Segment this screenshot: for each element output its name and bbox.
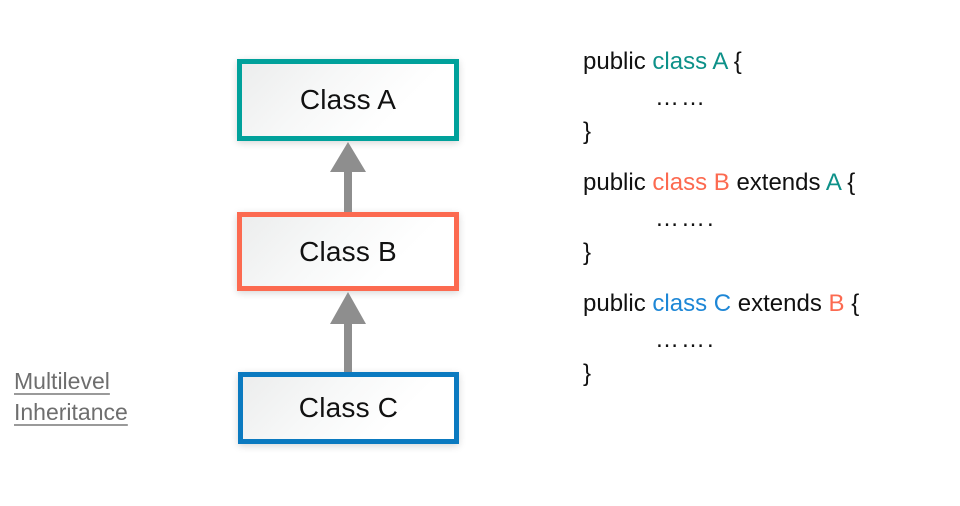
code-class-name: C bbox=[713, 290, 732, 317]
code-keyword-class: class bbox=[652, 169, 708, 196]
inheritance-arrow-icon-b-to-a bbox=[330, 142, 366, 212]
class-box-label: Class A bbox=[299, 84, 397, 115]
code-keyword-class: class bbox=[652, 290, 708, 317]
class-box-class-c: Class C bbox=[238, 372, 459, 444]
class-box-class-b: Class B bbox=[237, 212, 459, 291]
code-keyword-public: public bbox=[583, 290, 646, 317]
code-body-ellipsis: ……. bbox=[655, 205, 716, 232]
code-keyword-public: public bbox=[583, 48, 646, 75]
code-parent-name: A bbox=[825, 169, 841, 196]
code-signature: public class B extends A { bbox=[583, 171, 953, 195]
caption-line-2: Inheritance bbox=[14, 399, 128, 425]
code-space bbox=[707, 290, 714, 317]
code-class-name: B bbox=[713, 169, 730, 196]
diagram-caption: Multilevel Inheritance bbox=[14, 366, 224, 428]
code-brace-close: } bbox=[583, 239, 592, 266]
code-signature: public class C extends B { bbox=[583, 292, 953, 316]
code-block-class-a: public class A { …… } bbox=[583, 50, 953, 144]
code-brace-open: { bbox=[733, 48, 742, 75]
inheritance-arrow-icon-c-to-b bbox=[330, 292, 366, 372]
code-block-class-c: public class C extends B { ……. } bbox=[583, 292, 953, 386]
code-brace-open: { bbox=[847, 169, 856, 196]
class-box-label: Class B bbox=[299, 235, 397, 267]
code-brace-open: { bbox=[851, 290, 860, 317]
code-brace-close: } bbox=[583, 360, 592, 387]
code-keyword-extends: extends bbox=[736, 169, 821, 196]
code-body-ellipsis: ……. bbox=[655, 326, 716, 353]
code-space bbox=[822, 290, 829, 317]
code-keyword-extends: extends bbox=[737, 290, 822, 317]
code-class-name: A bbox=[712, 48, 728, 75]
code-body-ellipsis: …… bbox=[655, 84, 707, 111]
code-block-class-b: public class B extends A { ……. } bbox=[583, 171, 953, 265]
class-box-label: Class C bbox=[298, 392, 399, 423]
code-signature: public class A { bbox=[583, 50, 953, 74]
code-space bbox=[707, 169, 714, 196]
code-keyword-public: public bbox=[583, 169, 646, 196]
class-box-class-a: Class A bbox=[237, 59, 459, 141]
code-column: public class A { …… } public class B ext… bbox=[583, 50, 953, 413]
code-space bbox=[727, 48, 734, 75]
code-keyword-class: class bbox=[652, 48, 708, 75]
caption-line-1: Multilevel bbox=[14, 368, 110, 394]
code-brace-close: } bbox=[583, 118, 592, 145]
code-parent-name: B bbox=[828, 290, 845, 317]
code-space bbox=[731, 290, 738, 317]
